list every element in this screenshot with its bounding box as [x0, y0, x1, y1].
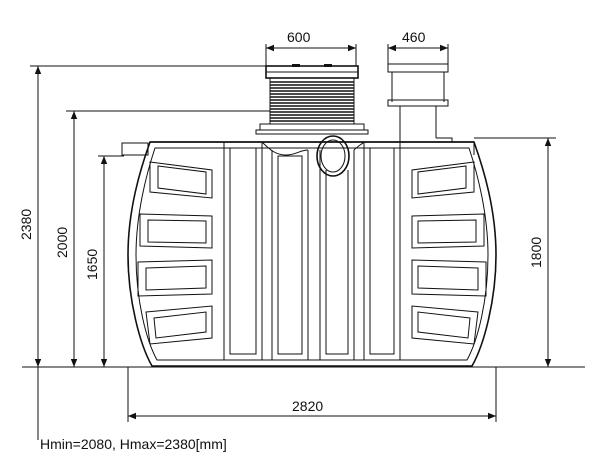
dim-pipe: 460 — [387, 29, 449, 64]
dim-600-label: 600 — [287, 29, 311, 45]
left-ribs — [137, 161, 213, 345]
dim-2820-label: 2820 — [292, 398, 323, 414]
dim-2380-label: 2380 — [18, 209, 34, 240]
dim-2000: 2000 — [54, 110, 270, 367]
dim-1650-label: 1650 — [84, 249, 100, 280]
tank-body — [121, 141, 497, 367]
right-ribs — [411, 161, 487, 345]
central-ribs — [223, 135, 401, 361]
riser — [255, 64, 369, 135]
dim-right-height: 1800 — [474, 137, 556, 367]
dim-total-height: 2380 — [18, 65, 268, 440]
height-note: Hmin=2080, Hmax=2380[mm] — [40, 436, 227, 452]
dim-2000-label: 2000 — [54, 227, 70, 258]
dim-460-label: 460 — [402, 29, 426, 45]
vent-pipe — [387, 63, 453, 142]
dim-top-opening: 600 — [265, 29, 357, 66]
dim-length: 2820 — [127, 367, 497, 422]
dim-1650: 1650 — [84, 155, 124, 367]
dim-1800-label: 1800 — [528, 237, 544, 268]
